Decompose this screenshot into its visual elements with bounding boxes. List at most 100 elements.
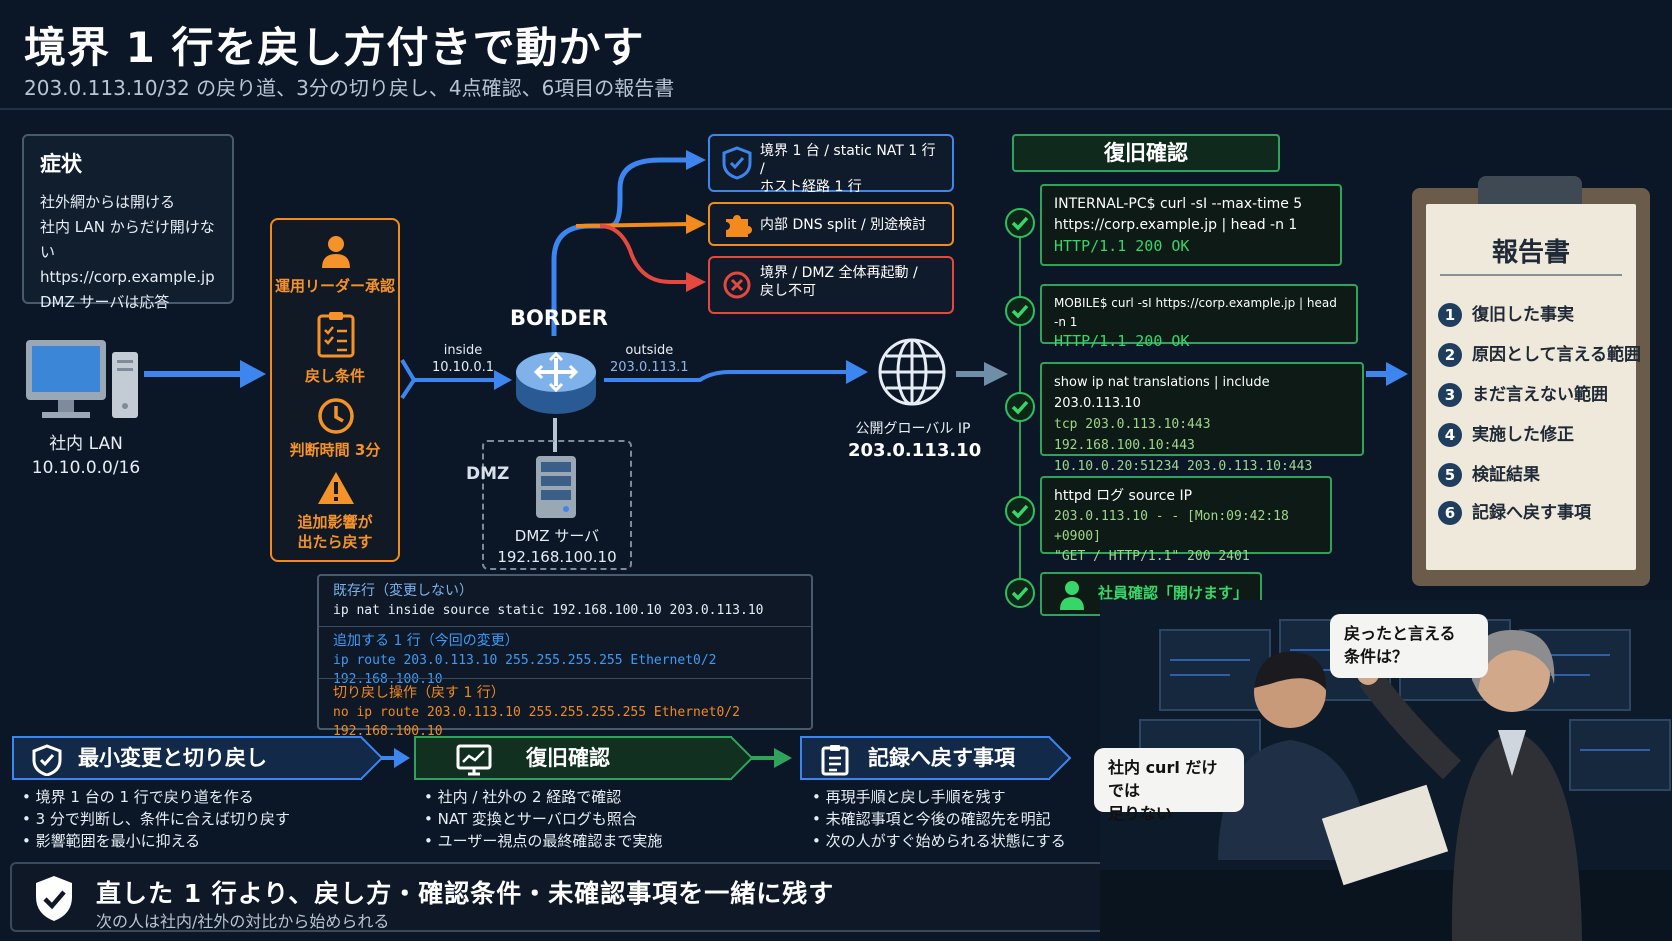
router-icon <box>516 351 596 414</box>
header-divider <box>0 108 1672 110</box>
bullet-item: 境界 1 台の 1 行で戻り道を作る <box>22 786 290 808</box>
inside-interface-label: inside 10.10.0.1 <box>432 342 494 376</box>
banner-2-bullets: 社内 / 社外の 2 経路で確認 NAT 変換とサーバログも照合 ユーザー視点の… <box>424 786 663 852</box>
config-divider <box>319 626 811 627</box>
global-ip-caption: 公開グローバル IP <box>855 421 971 437</box>
dmz-server-ip: 192.168.100.10 <box>497 548 617 566</box>
bullet-item: ユーザー視点の最終確認まで実施 <box>424 830 663 852</box>
speech-bubble-senior: 戻ったと言える 条件は？ <box>1330 614 1488 678</box>
person-icon <box>1060 581 1084 610</box>
check-result: HTTP/1.1 200 OK <box>1054 332 1190 350</box>
bullet-item: NAT 変換とサーバログも照合 <box>424 808 662 830</box>
symptom-title: 症状 <box>40 152 82 176</box>
check-circle-icon <box>1005 208 1035 238</box>
border-router-label: BORDER <box>510 306 608 330</box>
banner-title: 記録へ戻す事項 <box>868 746 1015 770</box>
config-add: 追加する 1 行（今回の変更） ip route 203.0.113.10 25… <box>333 632 803 689</box>
speech-line: 戻ったと言える <box>1344 624 1456 643</box>
footer-main: 直した 1 行より、戻し方・確認条件・未確認事項を一緒に残す <box>96 879 835 908</box>
check-result: HTTP/1.1 200 OK <box>1054 237 1190 255</box>
check-result: "GET / HTTP/1.1" 200 2401 <box>1054 549 1250 564</box>
page-subtitle: 203.0.113.10/32 の戻り道、3分の切り戻し、4点確認、6項目の報告… <box>24 76 675 100</box>
symptom-line: 社内 LAN からだけ開けない <box>40 218 215 261</box>
dmz-server-label: DMZ サーバ 192.168.100.10 <box>482 526 632 568</box>
bullet-item: 未確認事項と今後の確認先を明記 <box>812 808 1066 830</box>
route-red-line-1: 境界 / DMZ 全体再起動 / <box>760 265 918 281</box>
monitor-chart-icon <box>456 744 492 776</box>
route-blue-line-2: ホスト経路 1 行 <box>760 179 862 195</box>
config-existing-cmd: ip nat inside source static 192.168.100.… <box>333 603 764 618</box>
puzzle-icon <box>726 215 752 237</box>
route-choice-deferred: 内部 DNS split / 別途検討 <box>708 202 954 246</box>
symptom-panel: 症状 社外網からは開ける 社内 LAN からだけ開けない https://cor… <box>22 134 234 311</box>
border-to-route-orange <box>575 222 691 228</box>
route-choice-rejected: 境界 / DMZ 全体再起動 / 戻し不可 <box>708 256 954 314</box>
report-title: 報告書 <box>1491 238 1570 268</box>
page-title: 境界 1 行を戻し方付きで動かす <box>24 23 645 72</box>
config-existing: 既存行（変更しない） ip nat inside source static 1… <box>333 582 803 620</box>
dmz-zone <box>482 440 632 570</box>
banner-title: 復旧確認 <box>526 746 610 770</box>
check-result: tcp 203.0.113.10:443 192.168.100.10:443 <box>1054 417 1211 453</box>
banner-chevron <box>730 736 754 780</box>
dmz-label: DMZ <box>466 464 510 484</box>
banner-1-bullets: 境界 1 台の 1 行で戻り道を作る 3 分で判断し、条件に合えば切り戻す 影響… <box>22 786 290 852</box>
route-blue-line-1: 境界 1 台 / static NAT 1 行 / <box>760 143 936 177</box>
check-employee-text: 社員確認「開けます」 <box>1098 584 1249 602</box>
config-rollback: 切り戻し操作（戻す 1 行） no ip route 203.0.113.10 … <box>333 684 803 741</box>
check-mobile-curl: MOBILE$ curl -sI https://corp.example.jp… <box>1040 284 1358 350</box>
config-rollback-cmd: no ip route 203.0.113.10 255.255.255.255… <box>333 705 740 739</box>
footer-sub: 次の人は社内/社外の対比から始められる <box>96 912 390 931</box>
banner-record-items: 記録へ戻す事項 <box>800 736 1050 780</box>
config-divider <box>319 678 811 679</box>
check-cmd-line: MOBILE$ curl -sI https://corp.example.jp… <box>1054 296 1337 329</box>
banner-chevron <box>1048 736 1072 780</box>
speech-line: 社内 curl だけでは <box>1108 758 1218 800</box>
clock-icon <box>318 398 354 434</box>
banner-3-bullets: 再現手順と戻し手順を残す 未確認事項と今後の確認先を明記 次の人がすぐ始められる… <box>812 786 1066 852</box>
global-ip-label: 公開グローバル IP 203.0.113.10 <box>848 418 982 461</box>
symptom-line: DMZ サーバは応答 <box>40 293 170 311</box>
check-internal-curl: INTERNAL-PC$ curl -sI --max-time 5 https… <box>1040 184 1342 266</box>
person-icon <box>322 236 350 268</box>
check-circle-icon <box>1005 392 1035 422</box>
globe-icon <box>878 338 946 406</box>
inside-ip: 10.10.0.1 <box>432 360 495 375</box>
approval-to-border-arrow <box>400 358 417 400</box>
border-to-globalip-arrow <box>604 370 846 382</box>
approval-leader-label: 運用リーダー承認 <box>274 277 395 295</box>
check-circle-icon <box>1005 296 1035 326</box>
symptom-line: 社外網からは開ける <box>40 193 176 211</box>
banner-title: 最小変更と切り戻し <box>78 746 267 770</box>
route-orange-text: 内部 DNS split / 別途検討 <box>760 217 927 233</box>
config-change-panel: 既存行（変更しない） ip nat inside source static 1… <box>317 574 813 739</box>
extra-impact-label-2: 出たら戻す <box>297 533 373 551</box>
bullet-item: 再現手順と戻し手順を残す <box>812 786 1066 808</box>
bullet-item: 社内 / 社外の 2 経路で確認 <box>424 786 662 808</box>
config-existing-head: 既存行（変更しない） <box>333 583 473 599</box>
recovery-check-title: 復旧確認 <box>1012 134 1280 172</box>
global-ip-address: 203.0.113.10 <box>848 440 982 461</box>
dmz-server-name: DMZ サーバ <box>514 527 600 545</box>
symptom-line: https://corp.example.jp <box>40 268 215 286</box>
shield-check-icon <box>36 876 72 921</box>
extra-impact-label-1: 追加影響が <box>297 513 373 531</box>
rollback-condition-label: 戻し条件 <box>304 367 365 385</box>
bullet-item: 3 分で判断し、条件に合えば切り戻す <box>22 808 290 830</box>
border-to-route-blue <box>551 157 690 336</box>
desktop-pc-icon <box>26 340 138 418</box>
check-cmd-line: INTERNAL-PC$ curl -sI --max-time 5 <box>1054 196 1303 212</box>
lan-cidr: 10.10.0.0/16 <box>31 458 141 478</box>
cross-circle-icon <box>723 271 751 299</box>
lan-name: 社内 LAN <box>49 434 123 454</box>
check-result: 203.0.113.10 - - [Mon:09:42:18 +0900] <box>1054 509 1289 544</box>
clipboard-checklist-icon <box>317 312 355 358</box>
config-rollback-head: 切り戻し操作（戻す 1 行） <box>333 685 505 701</box>
clipboard-list-icon <box>821 745 849 776</box>
route-choice-selected: 境界 1 台 / static NAT 1 行 / ホスト経路 1 行 <box>708 134 954 195</box>
